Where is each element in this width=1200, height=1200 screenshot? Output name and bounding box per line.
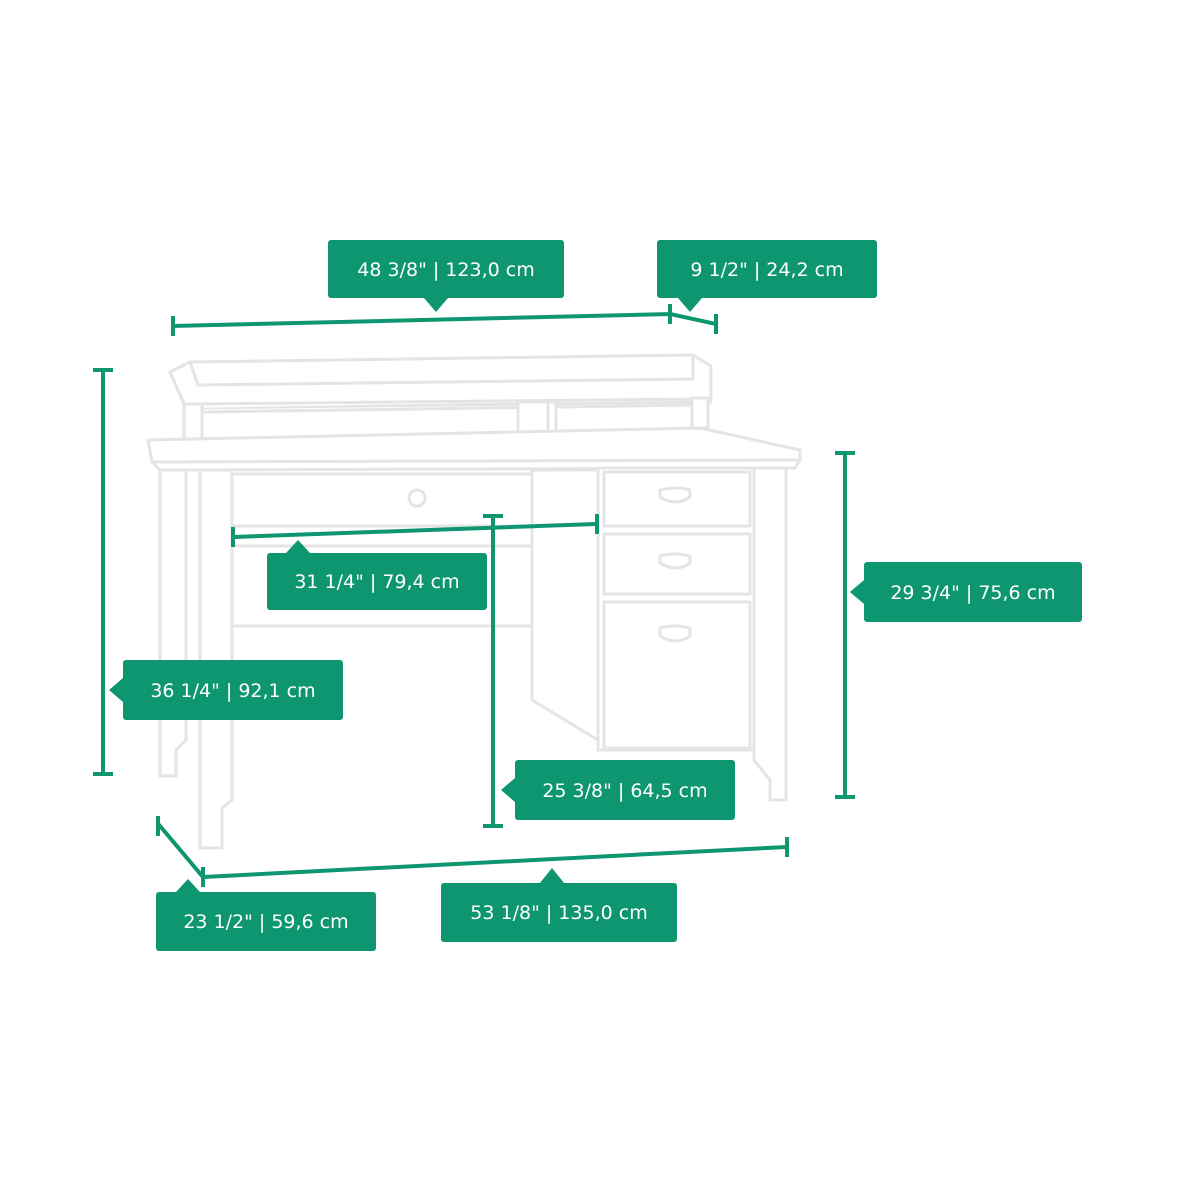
drawer-width-line [230,514,600,547]
top-width-label: 48 3/8" | 123,0 cm [328,240,564,312]
drawer-width-text: 31 1/4" | 79,4 cm [294,571,459,593]
knee-height-line [483,514,503,828]
drawer-knob [407,488,427,508]
desk-right-legs [752,466,788,802]
desk-hutch [168,353,713,442]
desk-depth-label: 23 1/2" | 59,6 cm [156,879,376,951]
total-height-label: 36 1/4" | 92,1 cm [109,660,343,720]
hutch-depth-line [667,311,719,334]
desk-height-label: 29 3/4" | 75,6 cm [850,562,1082,622]
desk-width-line [200,837,790,887]
top-width-text: 48 3/8" | 123,0 cm [357,259,534,281]
hutch-depth-label: 9 1/2" | 24,2 cm [657,240,877,312]
desk-top [146,426,802,472]
drawer-width-label: 31 1/4" | 79,4 cm [267,540,487,610]
desk-pedestal [530,466,756,752]
dimension-labels: 48 3/8" | 123,0 cm 9 1/2" | 24,2 cm 31 1… [109,240,1082,951]
total-height-line [93,368,113,776]
desk-width-text: 53 1/8" | 135,0 cm [470,902,647,924]
knee-height-label: 25 3/8" | 64,5 cm [501,760,735,820]
desk-height-line [835,451,855,799]
desk-depth-line [156,816,206,880]
dimension-lines [93,304,855,887]
desk-width-label: 53 1/8" | 135,0 cm [441,868,677,942]
top-width-line [170,304,673,336]
total-height-text: 36 1/4" | 92,1 cm [150,680,315,702]
desk-depth-text: 23 1/2" | 59,6 cm [183,911,348,933]
desk-left-legs [158,468,234,850]
hutch-depth-text: 9 1/2" | 24,2 cm [690,259,843,281]
desk-height-text: 29 3/4" | 75,6 cm [890,582,1055,604]
knee-height-text: 25 3/8" | 64,5 cm [542,780,707,802]
